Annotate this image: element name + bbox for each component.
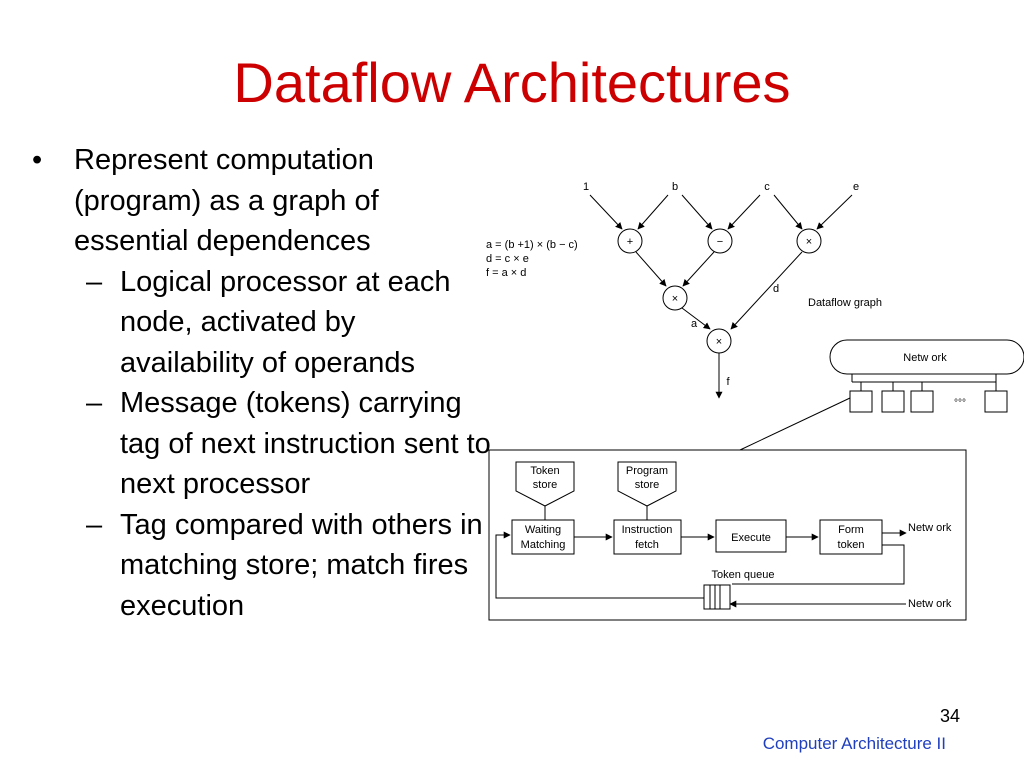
program-store-shape xyxy=(617,461,677,507)
edge-minus-times xyxy=(682,251,715,287)
sub-bullet-text: Message (tokens) carrying tag of next in… xyxy=(120,387,491,500)
token-queue-label: Token queue xyxy=(712,569,775,581)
fetch-label: fetch xyxy=(635,539,659,551)
label-f: f xyxy=(726,376,730,388)
edge-b-plus xyxy=(637,194,669,230)
equation-d: d = c × e xyxy=(486,253,529,265)
processor-node xyxy=(910,390,934,413)
sub-bullet-text: Tag compared with others in matching sto… xyxy=(120,508,483,622)
network-bus xyxy=(829,339,1024,375)
sub-bullet-marker: – xyxy=(86,508,103,541)
edge-1-plus xyxy=(589,194,623,230)
node-plus xyxy=(617,228,643,254)
node-times-f xyxy=(706,328,732,354)
network-in-label: Netw ork xyxy=(908,598,952,610)
sub-bullet-text: Logical processor at each node, activate… xyxy=(120,265,451,379)
matching-label: Matching xyxy=(521,539,566,551)
input-e: e xyxy=(853,181,859,193)
processor-node xyxy=(849,390,873,413)
graph-caption: Dataflow graph xyxy=(808,297,882,309)
edge-c-minus xyxy=(727,194,761,230)
waiting-matching-box xyxy=(511,519,575,555)
zoom-line xyxy=(739,397,851,451)
bullet-item: • Represent computation (program) as a g… xyxy=(32,140,492,262)
network-label: Netw ork xyxy=(903,352,947,364)
input-c: c xyxy=(764,181,770,193)
page-number: 34 xyxy=(939,706,960,726)
label-d: d xyxy=(773,283,779,295)
form-to-queue xyxy=(732,544,905,585)
program-store-label-1: Program xyxy=(626,465,668,477)
op-minus: − xyxy=(717,236,723,248)
processor-node xyxy=(984,390,1008,413)
program-store-label-2: store xyxy=(635,479,659,491)
processor-node xyxy=(881,390,905,413)
edge-d xyxy=(730,251,803,330)
dataflow-graph xyxy=(589,194,853,399)
graph-labels: 1 b c e + − × × × d a f xyxy=(583,181,859,388)
node-times-ce xyxy=(796,228,822,254)
equation-a: a = (b +1) × (b − c) xyxy=(486,239,578,251)
edge-a xyxy=(681,307,711,330)
waiting-label: Waiting xyxy=(525,524,561,536)
pipeline-labels: Token store Program store Waiting Matchi… xyxy=(521,465,865,581)
node-minus xyxy=(707,228,733,254)
form-label: Form xyxy=(838,524,864,536)
sub-bullet-item: – Logical processor at each node, activa… xyxy=(32,262,492,384)
execute-box xyxy=(715,519,787,553)
network-block xyxy=(739,339,1024,451)
ellipsis: °°° xyxy=(954,398,966,409)
bullet-text: Represent computation (program) as a gra… xyxy=(74,144,379,257)
queue-to-matching xyxy=(495,531,704,599)
sub-bullet-item: – Message (tokens) carrying tag of next … xyxy=(32,383,492,505)
node-times-a xyxy=(662,285,688,311)
footer-text: Computer Architecture II xyxy=(762,734,946,753)
instruction-label: Instruction xyxy=(622,524,673,536)
op-times-ce: × xyxy=(806,236,812,248)
edge-c-times xyxy=(773,194,803,230)
processor-frame xyxy=(488,449,967,621)
op-times-a: × xyxy=(672,293,678,305)
equation-f: f = a × d xyxy=(486,267,526,279)
token-store-label-2: store xyxy=(533,479,557,491)
form-token-box xyxy=(819,519,883,555)
sub-bullet-marker: – xyxy=(86,265,103,298)
execute-label: Execute xyxy=(731,532,771,544)
edge-b-minus xyxy=(681,194,713,230)
bullet-marker: • xyxy=(32,144,43,176)
label-a: a xyxy=(691,318,698,330)
slide-title: Dataflow Architectures xyxy=(233,51,791,114)
input-1: 1 xyxy=(583,181,589,193)
edge-plus-times xyxy=(635,251,667,287)
token-label: token xyxy=(838,539,865,551)
sub-bullet-marker: – xyxy=(86,387,103,419)
op-times-f: × xyxy=(716,336,722,348)
op-plus: + xyxy=(627,236,633,248)
equations: a = (b +1) × (b − c) d = c × e f = a × d xyxy=(486,239,578,279)
input-b: b xyxy=(672,181,678,193)
network-out-label: Netw ork xyxy=(908,522,952,534)
token-store-label-1: Token xyxy=(530,465,559,477)
edge-e-times xyxy=(816,194,853,230)
token-queue-box xyxy=(703,584,731,610)
bullet-list: • Represent computation (program) as a g… xyxy=(32,140,492,626)
processor-detail xyxy=(488,449,967,621)
token-store-shape xyxy=(515,461,575,507)
sub-bullet-item: – Tag compared with others in matching s… xyxy=(32,505,492,627)
